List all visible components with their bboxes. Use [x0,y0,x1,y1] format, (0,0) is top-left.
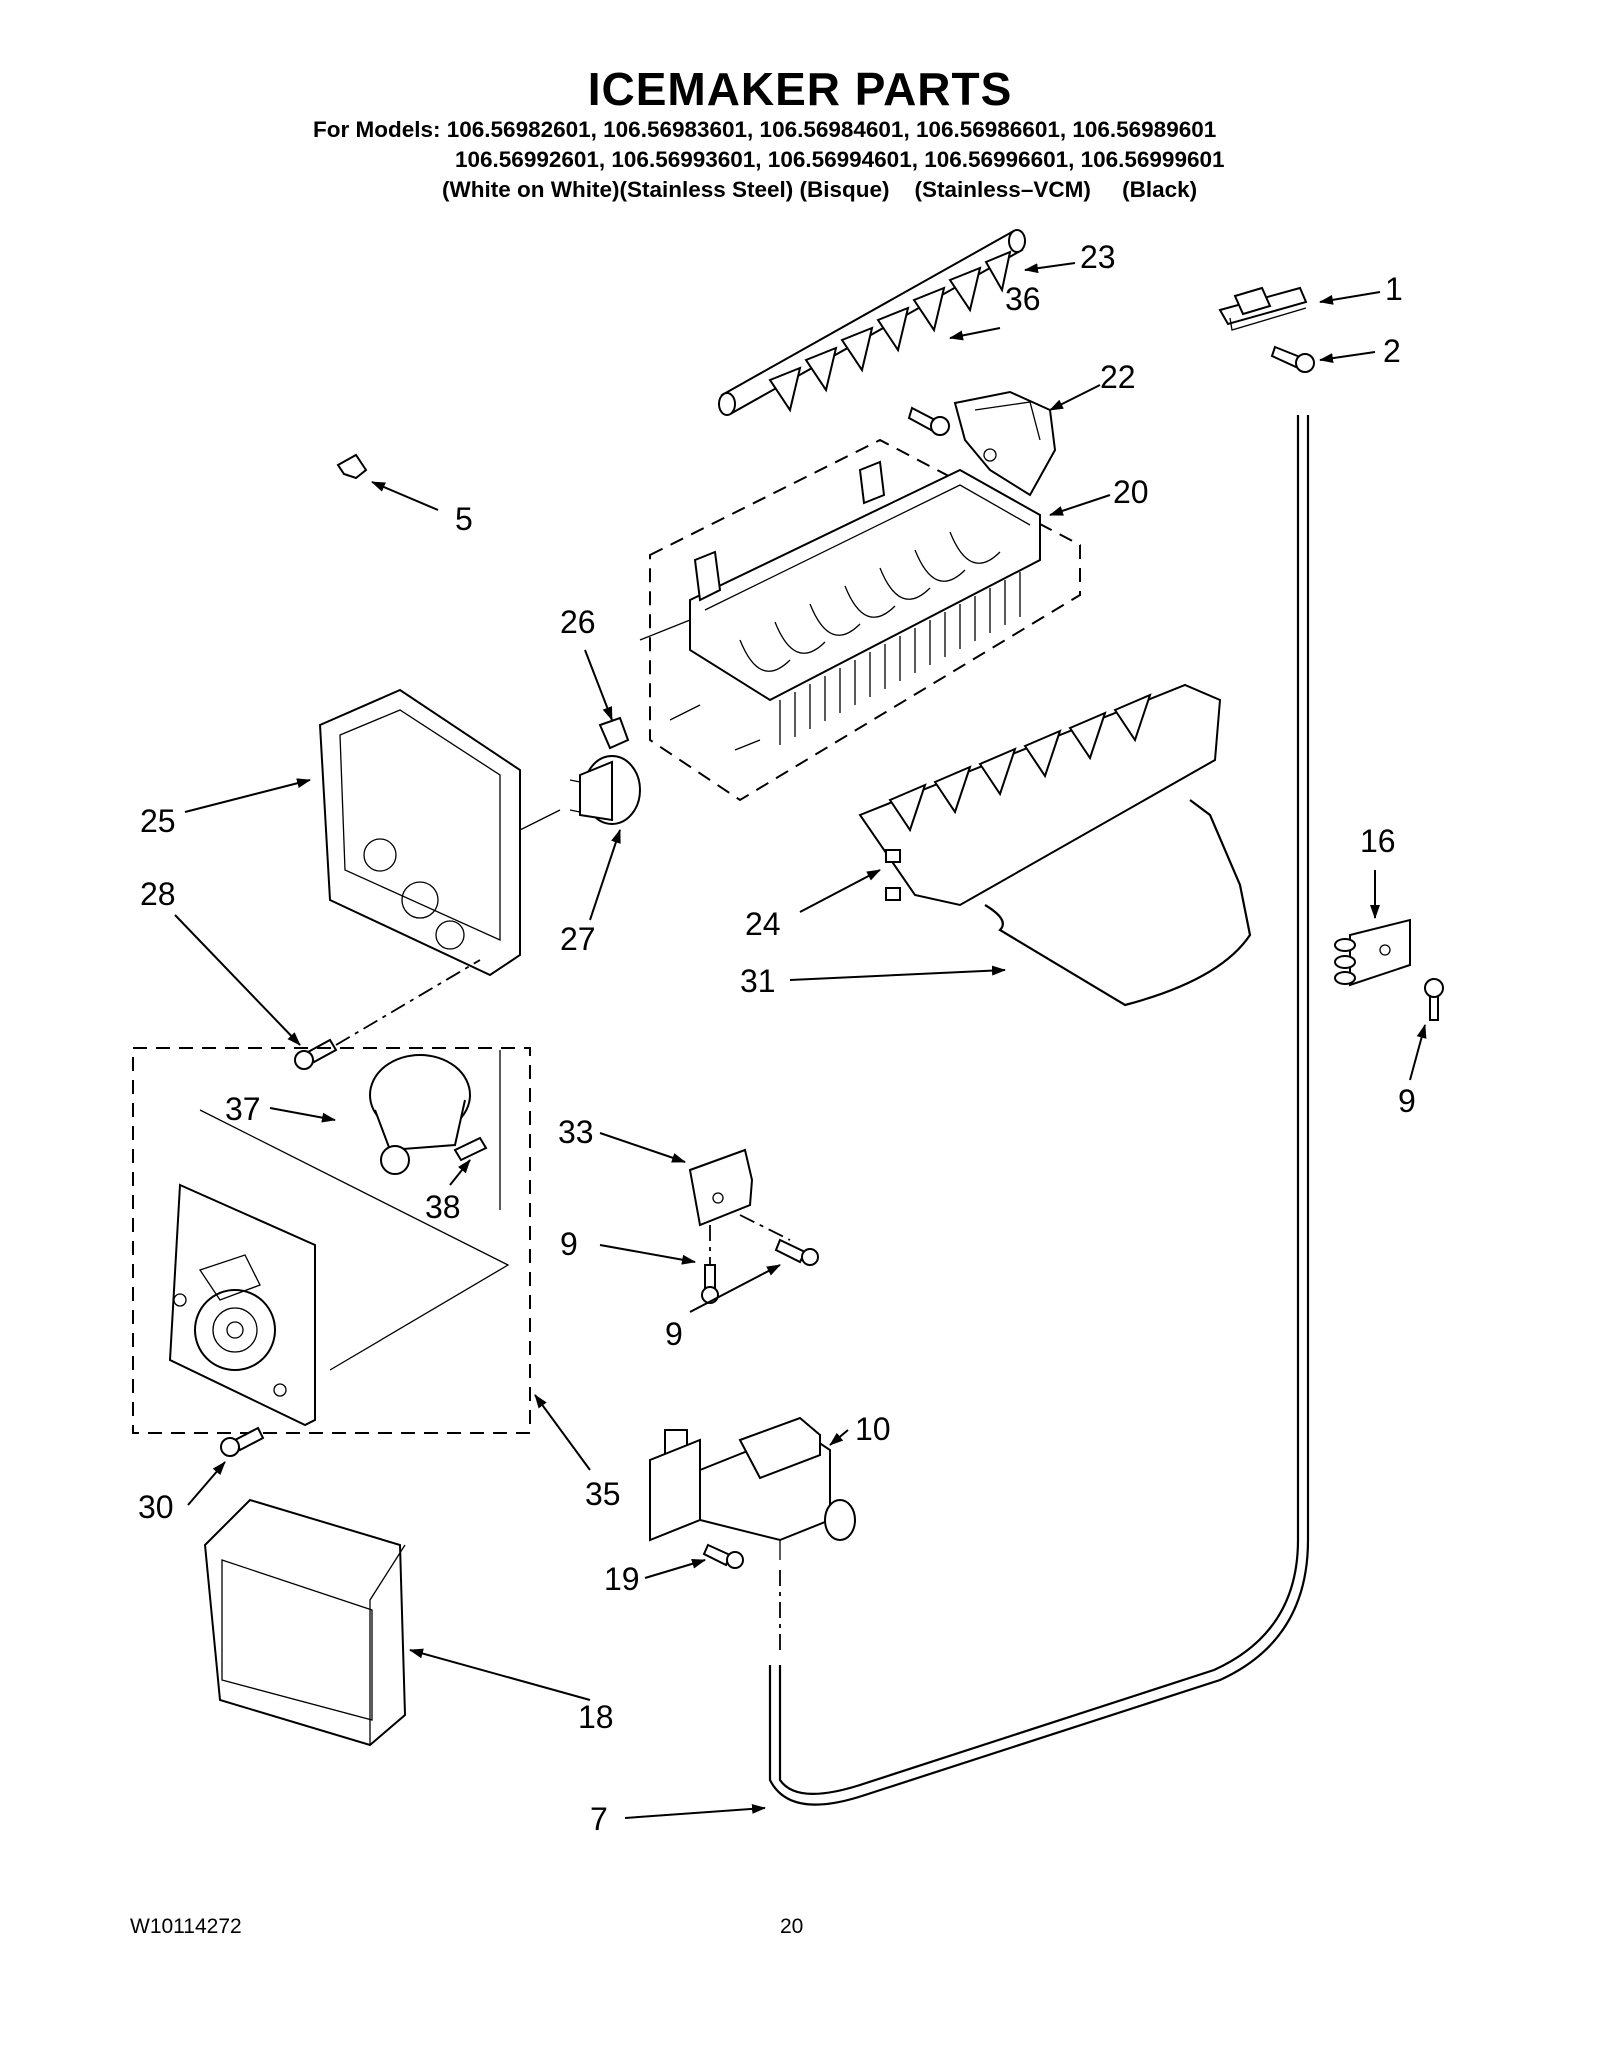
screw-36 [907,406,950,436]
screw-30 [220,1426,265,1457]
callout-22: 22 [1100,359,1136,395]
screw-2 [1270,345,1315,373]
callout-1: 1 [1385,271,1403,307]
screw-19 [702,1543,744,1569]
leader-27 [589,829,621,921]
callout-10: 10 [855,1411,891,1447]
callout-9-clamp: 9 [1398,1083,1416,1119]
module-plate-part [168,1183,316,1427]
control-housing-part [318,688,561,977]
callout-35: 35 [585,1476,621,1512]
ice-stripper-part [858,683,1222,907]
callout-38: 38 [425,1189,461,1225]
callout-27: 27 [560,921,596,957]
callout-19: 19 [604,1561,640,1597]
leader-10 [829,1429,849,1446]
callout-23: 23 [1080,239,1116,275]
screw-28-axis [335,959,481,1046]
cover-axis-2 [739,1214,791,1241]
mold-assembly-outline [649,438,1081,802]
ejector-shaft-part [718,229,1026,416]
screw-9-clamp [1424,978,1444,1021]
callout-33: 33 [558,1114,594,1150]
leader-5 [371,481,439,511]
leader-26 [584,649,613,721]
leader-9-left [599,1244,696,1265]
callout-24: 24 [745,906,781,942]
model-finish-line: (White on White)(Stainless Steel) (Bisqu… [442,177,1198,202]
leader-18 [409,1648,591,1701]
leader-23 [1024,262,1076,274]
water-tube-part [768,415,1310,1806]
document-number: W10114272 [130,1915,242,1938]
leader-22 [1049,384,1101,411]
leader-24 [799,869,881,913]
tube-clamp-part [1334,918,1411,987]
leader-33 [599,1132,686,1163]
icemaker-mount-part [953,390,1057,497]
leader-38 [449,1159,471,1186]
callout-20: 20 [1113,474,1149,510]
leader-36 [949,327,1001,341]
callout-7: 7 [590,1801,608,1837]
leader-19 [644,1558,706,1579]
callout-2: 2 [1383,333,1401,369]
leader-20 [1049,494,1111,516]
callout-26: 26 [560,604,596,640]
callout-5: 5 [455,501,473,537]
leader-9-clamp [1409,1024,1427,1081]
bracket-part [1218,286,1308,331]
leader-9-right [689,1264,781,1313]
page-title: ICEMAKER PARTS [587,63,1013,115]
leader-1 [1319,291,1381,305]
callout-16: 16 [1360,823,1396,859]
shutoff-arm-part [984,799,1252,1007]
leader-35 [534,1394,591,1471]
leader-25 [184,778,311,813]
screw-9-left [701,1264,719,1304]
callout-18: 18 [578,1699,614,1735]
callout-9-right: 9 [665,1316,683,1352]
module-leader [199,1109,510,1371]
callout-37: 37 [225,1091,261,1127]
model-list-line-2: 106.56992601, 106.56993601, 106.56994601… [455,147,1225,172]
screw-9-right [774,1238,819,1266]
leader-31 [789,965,1006,981]
callout-31: 31 [740,963,776,999]
leader-7 [624,1803,766,1819]
callout-28: 28 [140,876,176,912]
leader-30 [187,1461,226,1506]
water-valve-part [649,1416,856,1560]
screw-28 [294,1038,338,1070]
clip-part [336,453,368,480]
wire-cover-part [688,1148,754,1227]
callout-9-left: 9 [560,1226,578,1262]
screw-38 [453,1136,488,1162]
thermostat-clip-part [598,716,630,750]
ice-mold-part [639,460,1041,751]
callout-25: 25 [140,803,176,839]
callout-36: 36 [1005,281,1041,317]
motor-part [369,1050,501,1210]
thermostat-part [569,755,641,825]
water-tube-inner [778,415,1300,1795]
leader-37 [269,1107,336,1123]
leader-2 [1319,351,1376,364]
model-list-line-1: For Models: 106.56982601, 106.56983601, … [313,117,1217,142]
callout-30: 30 [138,1489,174,1525]
leader-28 [174,914,301,1046]
page-number: 20 [780,1915,804,1938]
icemaker-cover-part [203,1498,407,1747]
